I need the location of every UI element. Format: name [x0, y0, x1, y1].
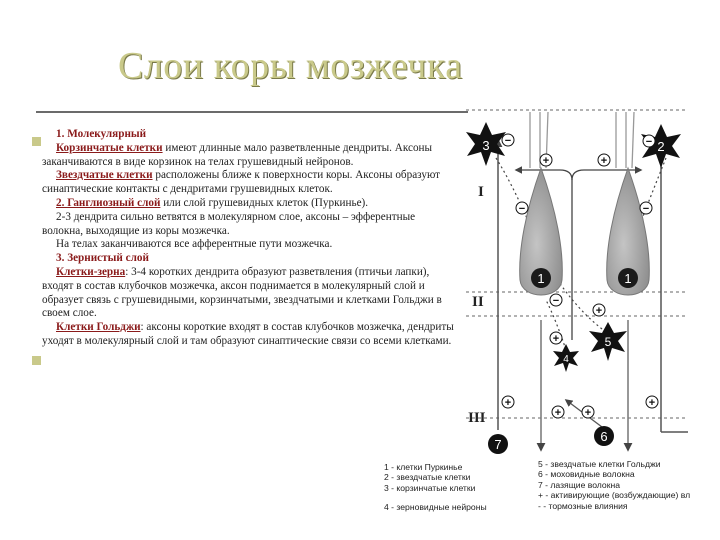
legend-item: 3 - корзинчатые клетки: [384, 482, 476, 493]
cell-marker: [594, 426, 614, 446]
svg-text:−: −: [505, 135, 511, 147]
purkinje-cell-2: [606, 166, 650, 296]
paragraph-afferent-paths: На телах заканчиваются все афферентные п…: [56, 238, 333, 251]
paragraph-granule-cells: Клетки-зерна: 3-4 коротких дендрита обра…: [42, 265, 442, 320]
paragraph-golgi-cells: Клетки Гольджи: аксоны короткие входят в…: [42, 321, 454, 347]
cell-marker: [531, 268, 551, 288]
legend-item: 4 - зерновидные нейроны: [384, 502, 487, 513]
legend-item: 2 - звездчатые клетки: [384, 472, 471, 483]
bullet-square: [32, 356, 41, 365]
legend-item: 6 - моховидные волокна: [538, 469, 635, 480]
slide-title: Слои коры мозжечка: [118, 45, 463, 87]
bullet-square: [32, 137, 41, 146]
cell-marker: [618, 268, 638, 288]
legend-item: 7 - лазящие волокна: [538, 479, 620, 490]
svg-text:5: 5: [605, 335, 612, 349]
paragraph-purkinje-dendrites: 2-3 дендрита сильно ветвятся в молекуляр…: [42, 210, 416, 237]
title-divider: [36, 111, 468, 113]
cell-marker: [488, 434, 508, 454]
legend-item: + - активирующие (возбуждающие) вл: [538, 490, 691, 501]
svg-text:+: +: [585, 407, 591, 419]
legend-item: - - тормозные влияния: [538, 500, 628, 511]
svg-text:−: −: [519, 203, 525, 215]
basket-cell-star: [466, 122, 506, 166]
svg-text:2: 2: [657, 139, 664, 154]
layer-label-3: III: [468, 410, 486, 426]
paragraph-ganglionic-layer: 2. Ганглиозный слой или слой грушевидных…: [56, 196, 369, 209]
svg-text:+: +: [649, 397, 655, 409]
svg-text:7: 7: [494, 437, 501, 452]
svg-text:1: 1: [624, 271, 631, 286]
svg-text:6: 6: [600, 429, 607, 444]
svg-text:+: +: [601, 155, 607, 167]
svg-text:−: −: [643, 203, 649, 215]
svg-text:+: +: [555, 407, 561, 419]
svg-text:+: +: [553, 333, 559, 345]
body-text: 1. Молекулярный Корзинчатые клетки имеют…: [42, 128, 454, 349]
legend-item: 1 - клетки Пуркинье: [384, 462, 463, 472]
paragraph-basket-cells: Корзинчатые клетки имеют длинные мало ра…: [42, 141, 433, 168]
svg-text:4: 4: [563, 354, 569, 365]
svg-text:−: −: [646, 136, 652, 148]
purkinje-cell-1: [519, 166, 563, 296]
legend-left: 1 - клетки Пуркинье 2 - звездчатые клетк…: [384, 462, 487, 513]
layer-label-2: II: [472, 294, 484, 310]
paragraph-stellate-cells: Звездчатые клетки расположены ближе к по…: [42, 169, 441, 196]
svg-text:+: +: [543, 155, 549, 167]
svg-text:−: −: [553, 295, 559, 307]
svg-text:1: 1: [537, 271, 544, 286]
golgi-cell-star: [589, 322, 627, 361]
stellate-cell-star: [641, 124, 681, 168]
paragraph-granular-heading: 3. Зернистый слой: [56, 252, 149, 265]
cerebellum-diagram: 1 1 3 2 5 4 7 6 − − + + − − − + + + + + …: [466, 109, 688, 454]
granule-cell-star: [553, 344, 579, 372]
legend-right: 5 - звездчатые клетки Гольджи 6 - мохови…: [538, 459, 720, 511]
svg-text:+: +: [505, 397, 511, 409]
legend-item: 5 - звездчатые клетки Гольджи: [538, 459, 661, 469]
svg-text:3: 3: [482, 138, 489, 153]
svg-text:+: +: [596, 305, 602, 317]
paragraph-molecular-heading: 1. Молекулярный: [56, 128, 147, 140]
layer-label-1: I: [478, 184, 484, 200]
